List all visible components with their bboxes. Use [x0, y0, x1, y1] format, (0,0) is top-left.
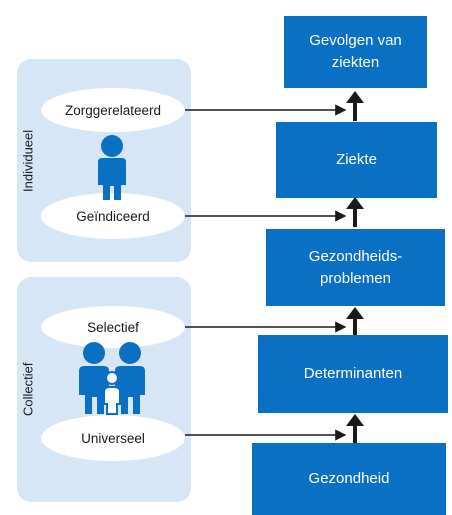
group-icon [79, 342, 145, 415]
stage-box-consequences: Gevolgen van ziekten [284, 16, 427, 88]
stage-box-health: Gezondheid [252, 443, 446, 515]
stage-box-health-problems: Gezondheids- problemen [266, 229, 445, 306]
up-arrow-3 [346, 307, 364, 335]
universeel-ellipse: Universeel [41, 415, 185, 461]
geindiceerd-ellipse: Geïndiceerd [41, 193, 185, 239]
up-arrow-2 [346, 197, 364, 227]
person-icon [98, 135, 126, 200]
up-arrow-4 [346, 414, 364, 443]
stage-box-disease: Ziekte [276, 122, 437, 198]
zorggerelateerd-ellipse: Zorggerelateerd [41, 88, 185, 132]
selectief-ellipse: Selectief [41, 306, 185, 348]
up-arrow-1 [346, 91, 364, 121]
up-arrows [346, 91, 364, 443]
stage-box-determinants: Determinanten [258, 335, 448, 413]
